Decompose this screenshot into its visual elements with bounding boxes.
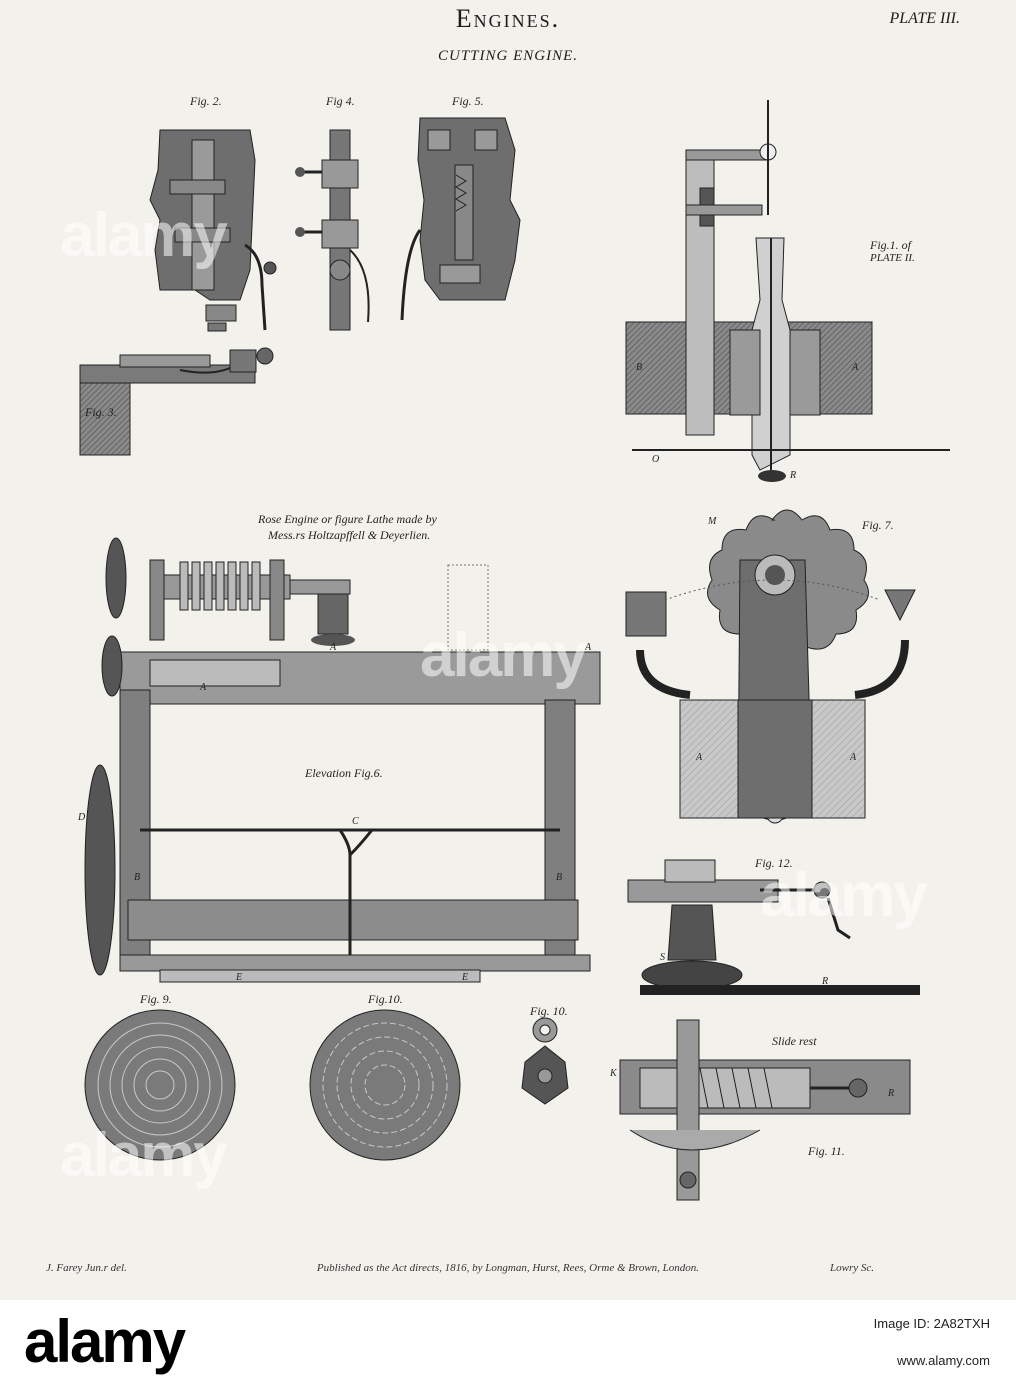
svg-text:E: E xyxy=(235,972,242,983)
svg-text:A: A xyxy=(695,752,703,763)
svg-text:K: K xyxy=(609,1068,618,1079)
svg-text:E: E xyxy=(461,972,468,983)
fig-2-drawing xyxy=(149,129,277,332)
svg-text:C: C xyxy=(352,816,359,827)
rose-engine-caption-line-1: Rose Engine or figure Lathe made by xyxy=(258,512,437,526)
slide-rest-label: Slide rest xyxy=(772,1034,817,1048)
fig-10-small-drawing xyxy=(521,1017,569,1105)
plate-number: PLATE III. xyxy=(889,10,960,27)
plate-subtitle: CUTTING ENGINE. xyxy=(437,48,579,64)
fig-10-small-label: Fig. 10. xyxy=(530,1004,568,1018)
fig-6-label: Elevation Fig.6. xyxy=(305,766,383,780)
svg-text:O: O xyxy=(652,454,659,465)
watermark: alamy xyxy=(420,621,588,690)
svg-text:B: B xyxy=(636,362,642,373)
fig-10-disc-drawing xyxy=(309,1009,461,1161)
svg-text:S: S xyxy=(660,952,665,963)
footer-publisher: Published as the Act directs, 1816, by L… xyxy=(316,1262,700,1274)
fig-5-drawing xyxy=(400,117,521,321)
fig-3-drawing xyxy=(79,347,274,456)
fig-2-label: Fig. 2. xyxy=(190,94,222,108)
fig-11-label: Fig. 11. xyxy=(808,1144,845,1158)
fig-5-label: Fig. 5. xyxy=(452,94,484,108)
stock-logo: alamy xyxy=(24,1308,186,1375)
footer-engraver: Lowry Sc. xyxy=(830,1262,874,1274)
fig-9-drawing xyxy=(84,1009,236,1161)
fig-1-plate-label: PLATE II. xyxy=(870,252,915,264)
fig-1-plate-2-drawing: B A O R xyxy=(625,100,950,482)
svg-text:A: A xyxy=(849,752,857,763)
svg-text:B: B xyxy=(134,872,140,883)
svg-text:R: R xyxy=(789,470,796,481)
fig-9-label: Fig. 9. xyxy=(140,992,172,1006)
svg-text:A: A xyxy=(584,642,592,653)
engraving-plate: Engines. PLATE III. CUTTING ENGINE. xyxy=(0,0,1016,1300)
fig-7-drawing: A A M xyxy=(625,509,916,824)
fig-7-label: Fig. 7. xyxy=(862,518,894,532)
plate-title: Engines. xyxy=(455,4,561,33)
svg-text:D: D xyxy=(77,812,86,823)
svg-text:R: R xyxy=(821,976,828,987)
svg-text:R: R xyxy=(887,1088,894,1099)
svg-text:A: A xyxy=(199,682,207,693)
fig-4-label: Fig 4. xyxy=(326,94,355,108)
rose-engine-caption-line-2: Mess.rs Holtzapffell & Deyerlien. xyxy=(268,528,431,542)
svg-text:B: B xyxy=(556,872,562,883)
watermark: alamy xyxy=(60,201,228,270)
fig-11-drawing: K R xyxy=(609,1019,911,1201)
stock-url: www.alamy.com xyxy=(897,1353,990,1368)
stock-image-id: Image ID: 2A82TXH xyxy=(873,1316,990,1331)
fig-3-label: Fig. 3. xyxy=(85,405,117,419)
svg-text:A: A xyxy=(329,642,337,653)
watermark: alamy xyxy=(60,1121,228,1190)
fig-12-drawing: R S xyxy=(627,859,920,995)
watermark: alamy xyxy=(760,861,928,930)
fig-12-label: Fig. 12. xyxy=(755,856,793,870)
stock-banner xyxy=(0,1300,1016,1390)
stock-info: Image ID: 2A82TXH www.alamy.com xyxy=(874,1316,990,1368)
fig-1-of-label: Fig.1. of xyxy=(870,238,911,252)
fig-10-disc-label: Fig.10. xyxy=(368,992,403,1006)
svg-text:A: A xyxy=(851,362,859,373)
footer-delineator: J. Farey Jun.r del. xyxy=(46,1262,127,1274)
fig-6-drawing: A A A B B C D E E xyxy=(77,537,601,983)
engraving-artwork: B A O R xyxy=(77,100,950,1201)
svg-text:M: M xyxy=(707,516,717,527)
fig-4-drawing xyxy=(295,129,370,331)
